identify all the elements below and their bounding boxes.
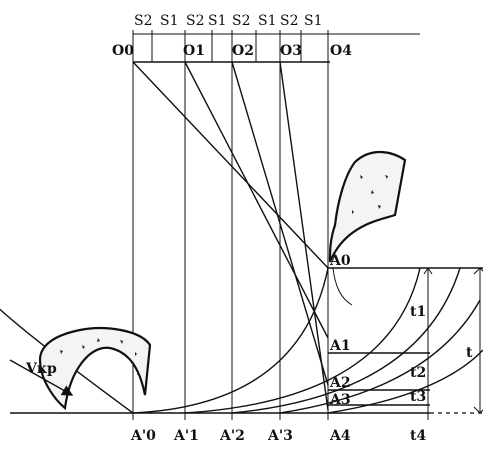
center-label-o2: O2 xyxy=(232,43,254,59)
bottom-point-labels: A'0 A'1 A'2 A'3 xyxy=(130,428,293,444)
scale-label-s2-3: S2 xyxy=(232,13,251,29)
center-label-o0: O0 xyxy=(112,43,134,59)
point-label-a0: A0 xyxy=(329,253,351,269)
velocity-arrow: Vкр xyxy=(9,359,74,396)
center-label-o4: O4 xyxy=(330,43,352,59)
scale-label-s1-3: S1 xyxy=(258,13,277,29)
point-label-a3: A3 xyxy=(329,392,351,408)
depth-label-t1: t1 xyxy=(410,304,426,320)
center-label-o3: O3 xyxy=(280,43,302,59)
point-label-a-prime-3: A'3 xyxy=(267,428,293,444)
scale-label-s1-1: S1 xyxy=(160,13,179,29)
scale-label-s2-2: S2 xyxy=(186,13,205,29)
depth-labels: t1 t2 t3 t4 t xyxy=(410,304,473,444)
total-depth-label: t xyxy=(466,345,473,361)
point-label-a-prime-1: A'1 xyxy=(173,428,199,444)
cutting-arcs xyxy=(0,267,483,414)
top-scale: S2 S1 S2 S1 S2 S1 S2 S1 O0 O1 O2 O3 O4 xyxy=(112,13,420,63)
vertical-guides xyxy=(132,62,329,420)
scale-label-s1-2: S1 xyxy=(208,13,227,29)
scale-label-s2-4: S2 xyxy=(280,13,299,29)
point-label-a-prime-0: A'0 xyxy=(130,428,156,444)
point-label-a4: A4 xyxy=(329,428,351,444)
depth-label-t4: t4 xyxy=(410,428,426,444)
scale-label-s1-4: S1 xyxy=(304,13,323,29)
scale-label-s2-1: S2 xyxy=(134,13,153,29)
depth-label-t2: t2 xyxy=(410,365,426,381)
depth-lines xyxy=(328,267,483,420)
depth-label-t3: t3 xyxy=(410,389,426,405)
tooth-right xyxy=(328,150,407,306)
point-label-a2: A2 xyxy=(329,375,351,391)
point-label-a1: A1 xyxy=(329,338,351,354)
right-point-labels: A0 A1 A2 A3 A4 xyxy=(329,253,351,444)
point-label-a-prime-2: A'2 xyxy=(219,428,245,444)
center-label-o1: O1 xyxy=(183,43,205,59)
velocity-label: Vкр xyxy=(25,361,57,377)
radial-lines xyxy=(132,61,329,411)
